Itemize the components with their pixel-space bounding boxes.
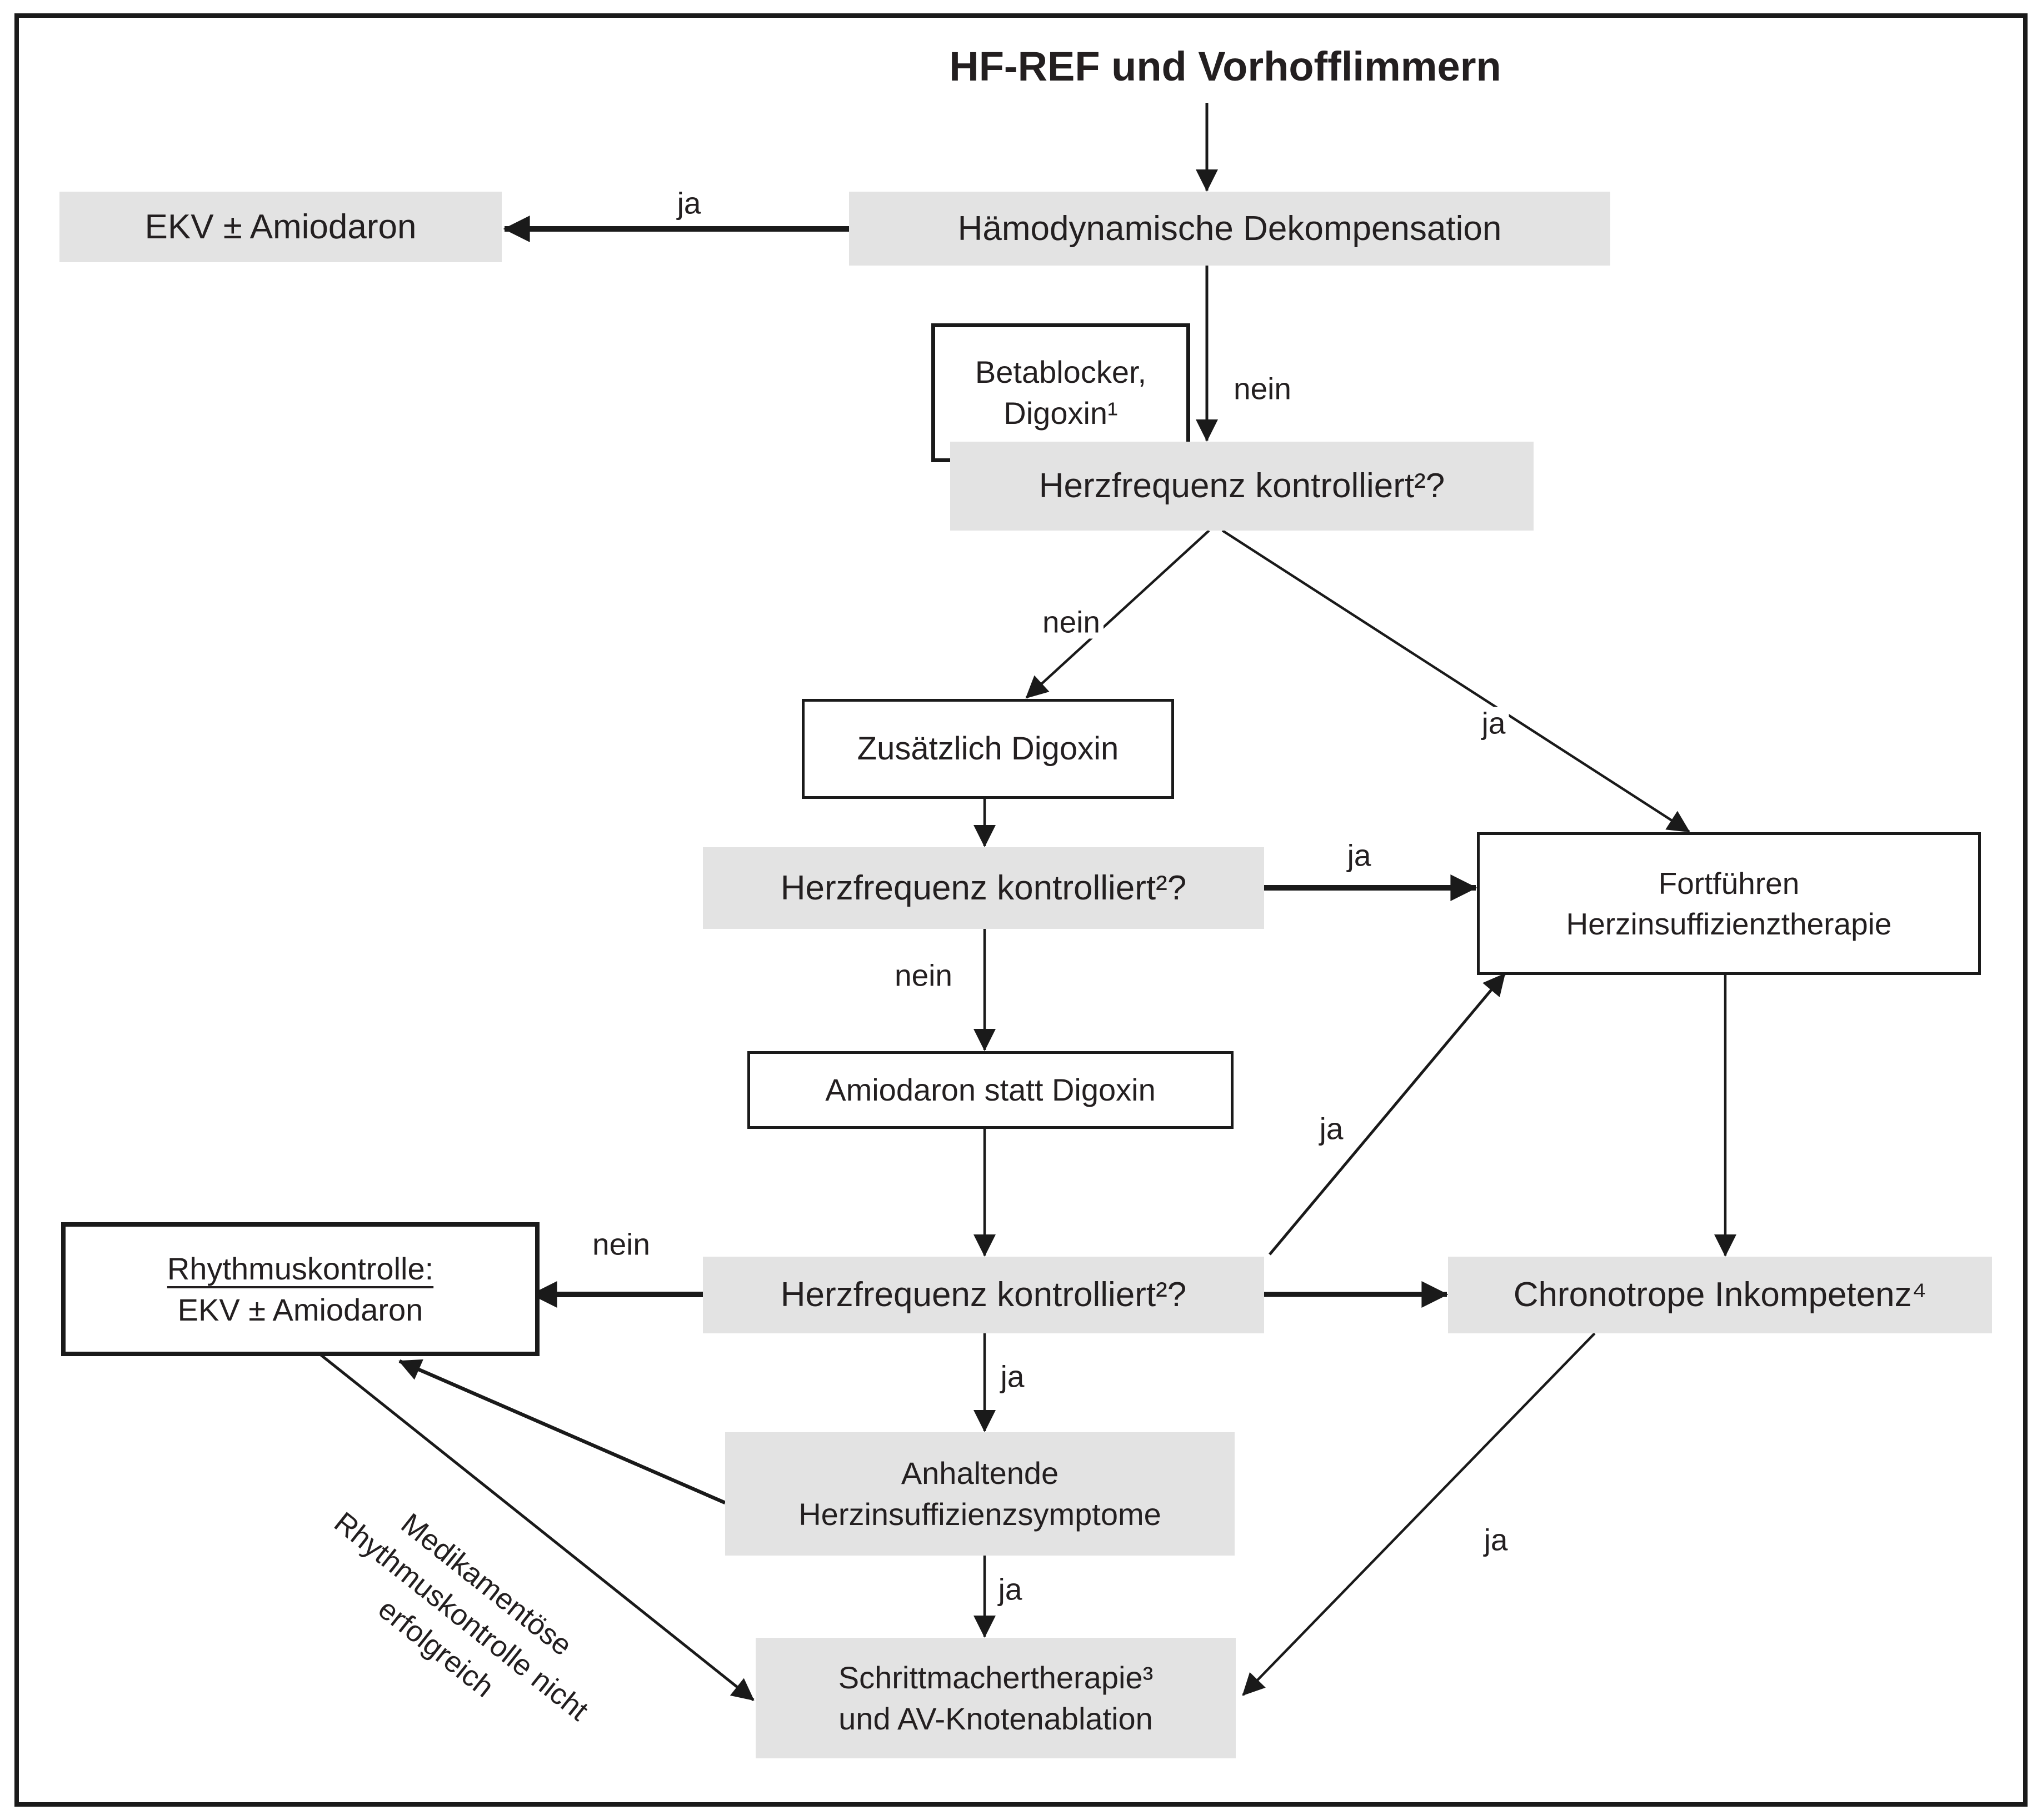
node-schrittmacher-line1: Schrittmachertherapie³ <box>838 1659 1154 1695</box>
edge-label-ja-chrono: ja <box>1480 1523 1511 1557</box>
node-herzfrequenz-kontrolliert-1: Herzfrequenz kontrolliert²? <box>950 442 1534 531</box>
node-betablocker-line1: Betablocker, <box>975 354 1147 390</box>
edge-label-nein-hf1: nein <box>1230 372 1295 406</box>
node-fortfuehren-line2: Herzinsuffizienztherapie <box>1566 906 1892 941</box>
node-haemodynamische-dekompensation: Hämodynamische Dekompensation <box>849 192 1610 266</box>
page-title: HF-REF und Vorhofflimmern <box>949 43 1501 90</box>
node-fortfuehren-line1: Fortführen <box>1658 866 1800 901</box>
node-herzfrequenz-kontrolliert-3: Herzfrequenz kontrolliert²? <box>703 1257 1264 1333</box>
edge-hf3-to-fortf <box>1269 973 1506 1256</box>
node-schrittmacher-line2: und AV-Knotenablation <box>838 1701 1153 1736</box>
edge-label-ja-hf2: ja <box>1344 839 1375 872</box>
edge-label-ja-split: ja <box>1478 707 1509 740</box>
node-ekv-amiodaron: EKV ± Amiodaron <box>59 192 502 262</box>
edge-label-ja-anhalt: ja <box>995 1573 1026 1606</box>
edge-hf1-to-fortf <box>1221 529 1690 833</box>
edge-label-nein-hf3: nein <box>589 1228 653 1261</box>
edge-label-ja-hf3: ja <box>997 1360 1028 1393</box>
figure-border <box>14 13 2028 1807</box>
node-rhythmuskontrolle-ekv: Rhythmuskontrolle: EKV ± Amiodaron <box>61 1222 540 1356</box>
edge-label-nein-hf2: nein <box>891 959 956 992</box>
node-betablocker-line2: Digoxin¹ <box>1003 396 1118 431</box>
node-fortfuehren-herzinsuffizienztherapie: Fortführen Herzinsuffizienztherapie <box>1477 832 1981 975</box>
node-schrittmachertherapie-av-knotenablation: Schrittmachertherapie³ und AV-Knotenabla… <box>756 1638 1236 1758</box>
edge-label-ja-diag: ja <box>1316 1112 1347 1146</box>
edge-label-nein-split: nein <box>1039 606 1104 639</box>
node-anhaltende-line2: Herzinsuffizienzsymptome <box>798 1497 1161 1532</box>
node-anhaltende-line1: Anhaltende <box>901 1456 1059 1491</box>
node-rhythmuskontrolle-line2: EKV ± Amiodaron <box>177 1292 423 1327</box>
node-herzfrequenz-kontrolliert-2: Herzfrequenz kontrolliert²? <box>703 847 1264 929</box>
edge-label-ja-ekv: ja <box>673 187 705 220</box>
node-anhaltende-herzinsuffizienzsymptome: Anhaltende Herzinsuffizienzsymptome <box>725 1432 1235 1556</box>
edge-anhalt-to-rhythm <box>398 1359 726 1504</box>
edge-rhythm-to-schritt <box>310 1346 755 1701</box>
edge-chrono-to-schritt <box>1242 1332 1596 1696</box>
node-rhythmuskontrolle-line1: Rhythmuskontrolle: <box>167 1251 434 1286</box>
node-zusaetzlich-digoxin: Zusätzlich Digoxin <box>802 699 1174 799</box>
node-amiodaron-statt-digoxin: Amiodaron statt Digoxin <box>747 1051 1234 1129</box>
node-chronotrope-inkompetenz: Chronotrope Inkompetenz⁴ <box>1448 1257 1992 1333</box>
edge-hf1-to-zusatz <box>1025 529 1210 699</box>
